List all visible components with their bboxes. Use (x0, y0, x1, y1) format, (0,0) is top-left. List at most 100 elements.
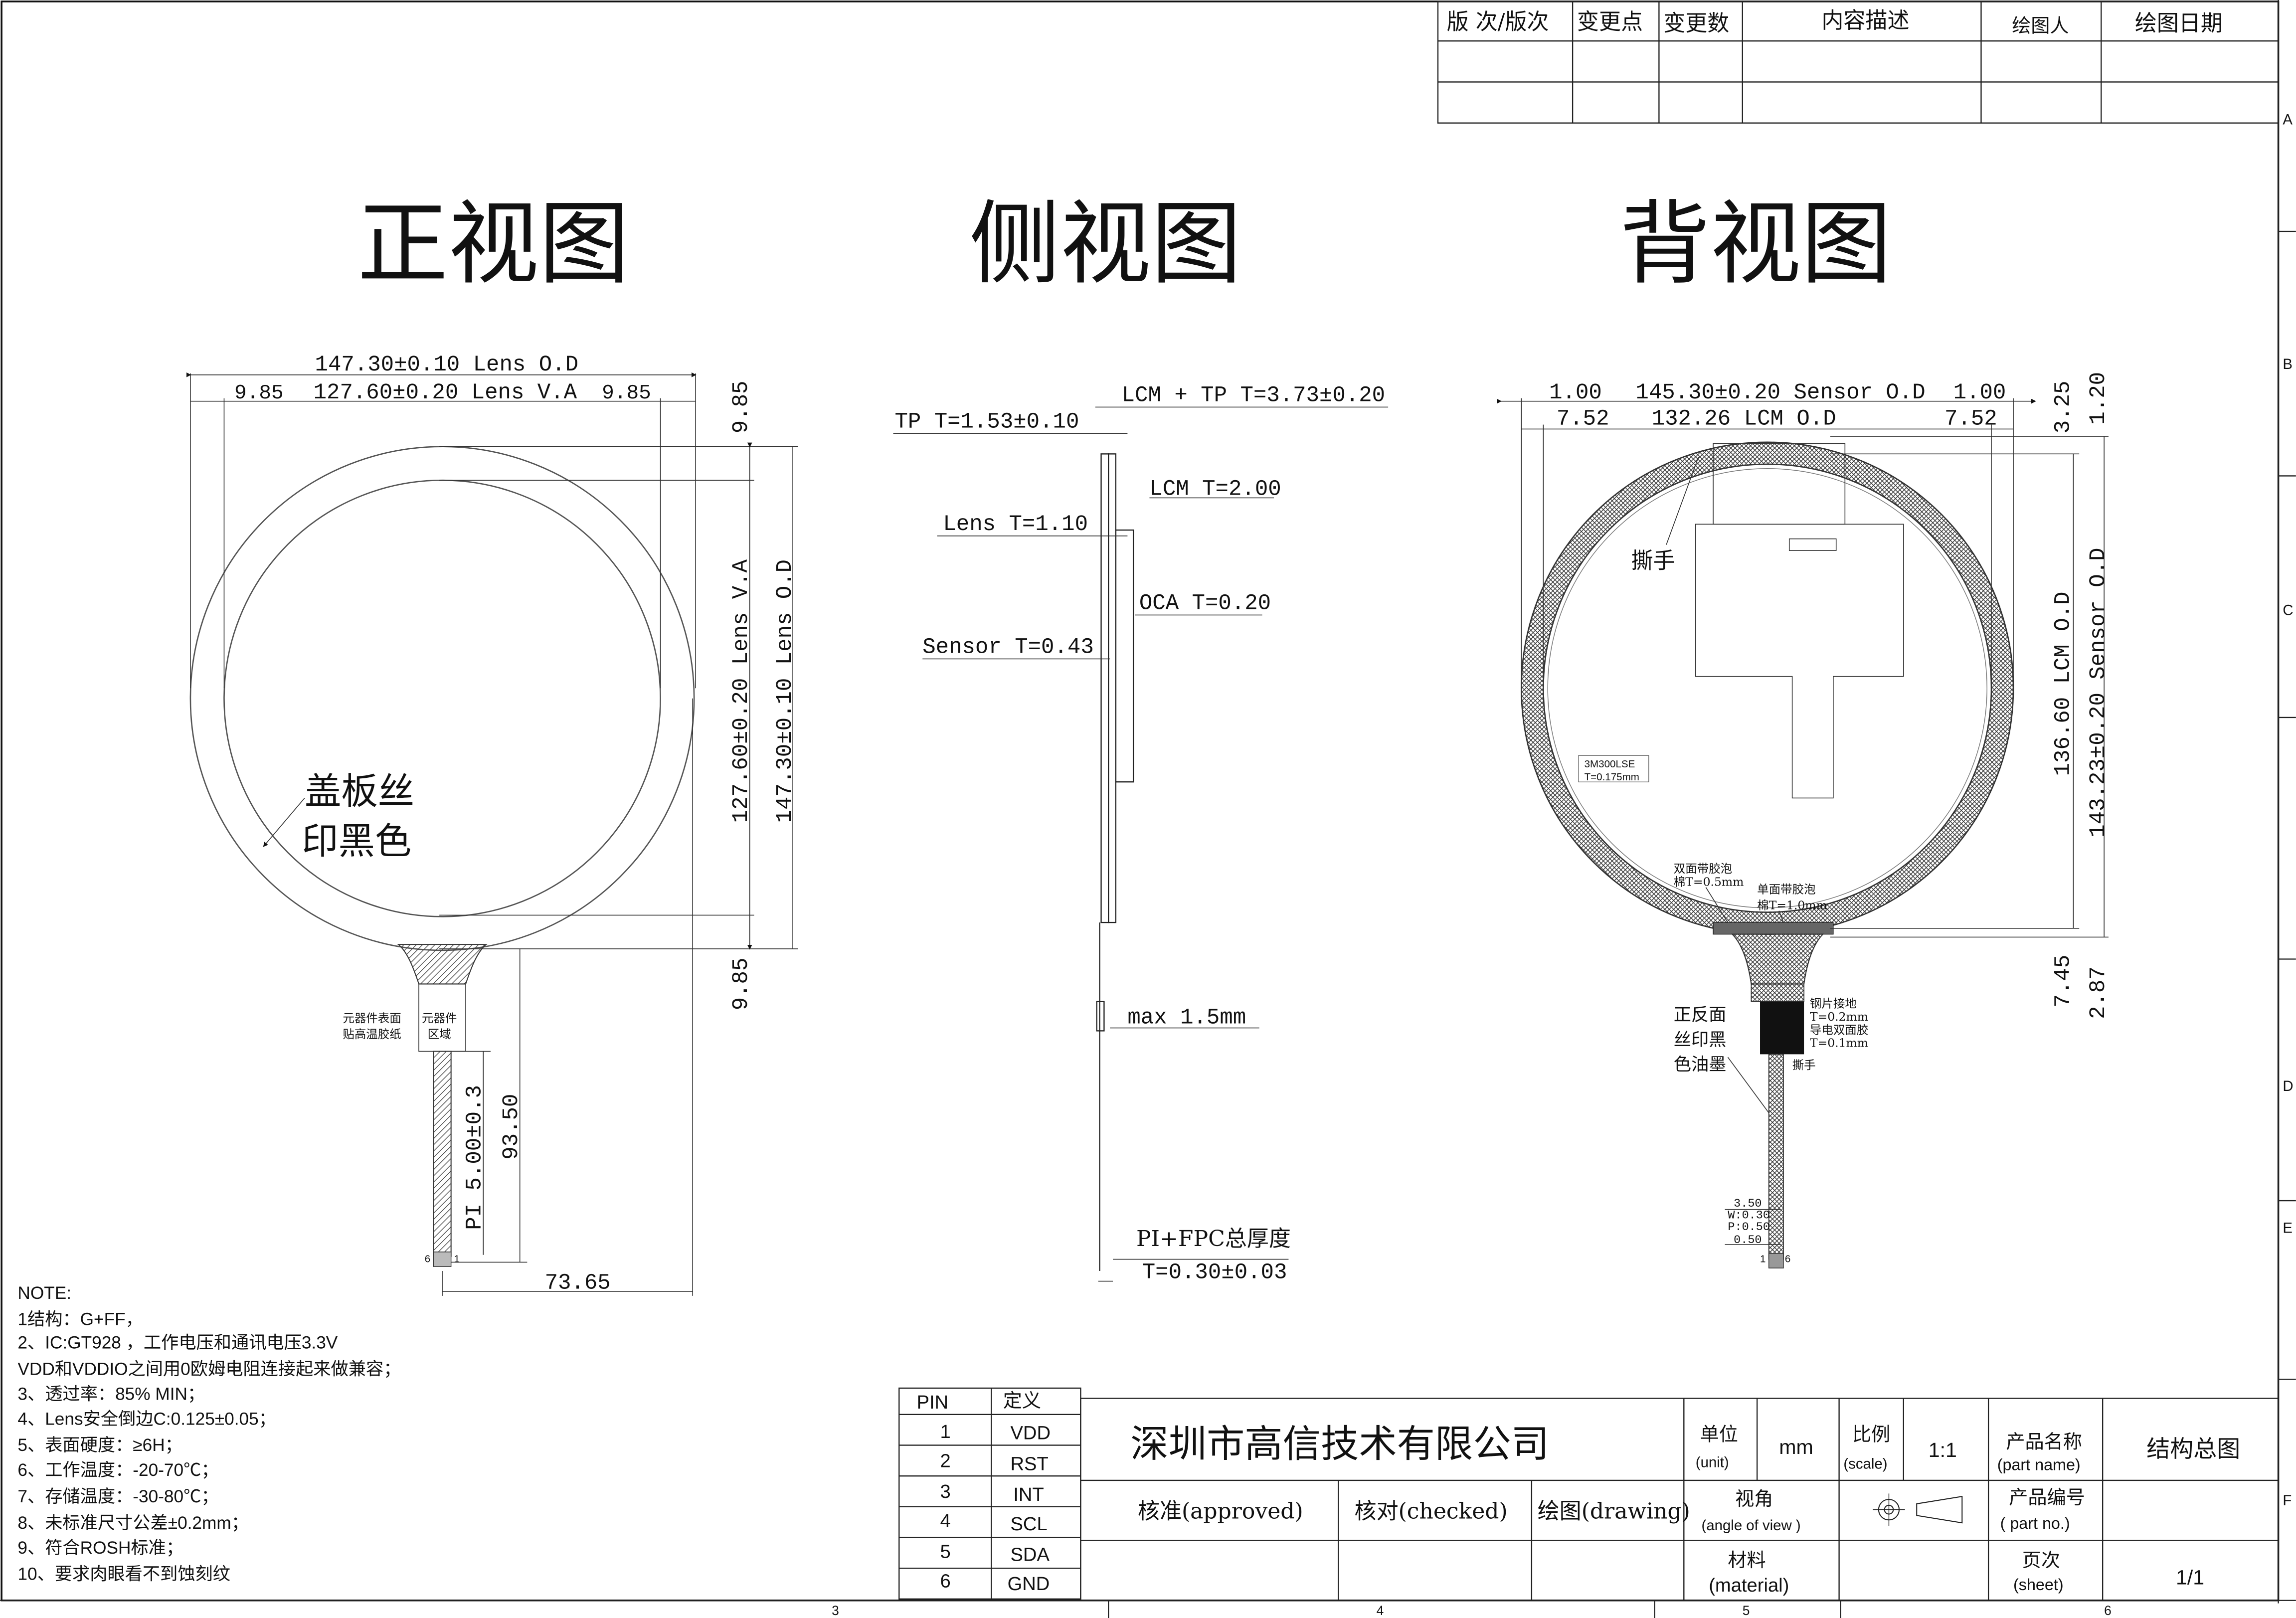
row-marker-b: B (2283, 356, 2293, 372)
part-no-en: ( part no.) (2000, 1514, 2070, 1532)
component-stub (1096, 1001, 1105, 1032)
title-block: 深圳市高信技术有限公司 单位 (unit) mm 比例 (scale) 1:1 … (1080, 1398, 2279, 1601)
note-7: 7、存储温度：-30-80℃； (17, 1487, 218, 1506)
row-marker-a: A (2283, 112, 2293, 128)
note-2: 2、IC:GT928 ，工作电压和通讯电压3.3V (17, 1333, 338, 1353)
comp-surface-label-1: 元器件表面 (343, 1012, 401, 1025)
back-pin-6: 6 (1785, 1253, 1790, 1264)
foam-label-3: 单面带胶泡 (1757, 882, 1815, 896)
back-pin-1: 1 (1760, 1253, 1766, 1264)
back-dim-lcm-height: 136.60 LCM O.D (2051, 591, 2076, 776)
unit-en: (unit) (1696, 1454, 1729, 1471)
foam-label-4: 棉T=1.0mm (1757, 899, 1827, 912)
back-dim-top-left: 1.00 (1549, 380, 1602, 405)
lcm-outline (1543, 463, 1992, 913)
sheet-en: (sheet) (2013, 1576, 2064, 1594)
scale-en: (scale) (1843, 1455, 1887, 1472)
back-dim-lcm-od: 132.26 LCM O.D (1652, 407, 1836, 432)
back-dim-r2: 1.20 (2086, 372, 2111, 425)
dim-pi-width: PI 5.00±0.3 (462, 1085, 487, 1230)
checked-label: 核对(checked) (1355, 1498, 1508, 1524)
cover-ink-label-2: 印黑色 (302, 820, 411, 863)
dim-right-bottom-margin: 9.85 (729, 958, 754, 1011)
title-back-view: 背视图 (1619, 191, 1892, 297)
side-lens-thickness: Lens T=1.10 (943, 512, 1088, 537)
note-5: 5、表面硬度：≥6H； (17, 1436, 182, 1455)
revision-table: 版 次/版次 变更点 变更数 内容描述 绘图人 绘图日期 (1437, 0, 2279, 124)
dim-bottom-offset: 73.65 (545, 1270, 611, 1295)
pin-row-4-num: 4 (940, 1510, 950, 1532)
steel-label-1: 钢片接地 (1810, 996, 1857, 1010)
side-lcm-thickness: LCM T=2.00 (1149, 477, 1281, 502)
dim-lens-va: 127.60±0.20 Lens V.A (314, 380, 577, 405)
note-8: 8、未标准尺寸公差±0.2mm； (17, 1513, 249, 1533)
side-max-component: max 1.5mm (1127, 1006, 1246, 1031)
note-2b: VDD和VDDIO之间用0欧姆电阻连接起来做兼容； (17, 1360, 401, 1379)
row-marker-e: E (2283, 1220, 2293, 1237)
ink-label-2: 丝印黑 (1674, 1030, 1727, 1050)
side-lcm-tp-thickness: LCM + TP T=3.73±0.20 (1122, 383, 1385, 408)
pin-header-def: 定义 (1003, 1390, 1041, 1412)
part-name-value: 结构总图 (2146, 1436, 2240, 1463)
rev-header-drawer: 绘图人 (2012, 15, 2069, 37)
part-no-label: 产品编号 (2009, 1487, 2085, 1509)
fpc-trace-width: W:0.30 (1728, 1209, 1770, 1222)
note-9: 9、符合ROSH标准； (17, 1538, 183, 1558)
rev-header-change-point: 变更点 (1577, 9, 1643, 35)
cover-ink-label-1: 盖板丝 (305, 770, 414, 813)
row-markers: A B C D E F (2278, 112, 2296, 1509)
fpc-contacts (433, 1252, 452, 1267)
unit-value: mm (1779, 1436, 1813, 1458)
dim-right-lens-va: 127.60±0.20 Lens V.A (729, 559, 754, 823)
front-pin-1: 1 (454, 1253, 460, 1264)
steel-label-2: T=0.2mm (1810, 1010, 1868, 1024)
part-name-label: 产品名称 (2006, 1431, 2082, 1453)
back-pi-tail (1768, 1054, 1784, 1260)
sheet-value: 1/1 (2176, 1566, 2204, 1589)
ink-label-1: 正反面 (1674, 1005, 1727, 1025)
lcm-layer (1115, 529, 1134, 783)
back-view: 撕手 1.00 145.30±0.20 Sensor O.D 1.00 7.52… (1497, 372, 2111, 1268)
rev-header-change-count: 变更数 (1663, 11, 1729, 36)
col-marker-6: 6 (2104, 1603, 2112, 1618)
rev-header-version: 版 次/版次 (1447, 9, 1549, 35)
projection-symbol-icon (1873, 1493, 1963, 1526)
side-sensor-thickness: Sensor T=0.43 (922, 635, 1094, 660)
dim-right-top-margin: 9.85 (729, 381, 754, 434)
steel-stiffener (1760, 1001, 1804, 1055)
lens-outer-circle (189, 446, 695, 951)
pin-row-1-def: VDD (1010, 1423, 1051, 1444)
back-dim-lcm-left: 7.52 (1557, 407, 1609, 432)
pin-row-2-def: RST (1010, 1453, 1048, 1474)
row-marker-f: F (2283, 1492, 2292, 1509)
notes: NOTE: 1结构：G+FF， 2、IC:GT928 ，工作电压和通讯电压3.3… (17, 1283, 401, 1584)
fpc-gap: 0.50 (1734, 1234, 1762, 1247)
comp-surface-label-2: 贴高温胶纸 (343, 1028, 401, 1041)
note-1: 1结构：G+FF， (17, 1310, 143, 1329)
inner-fpc (1695, 524, 1904, 799)
pin-row-6-num: 6 (940, 1570, 950, 1592)
tape-label-2: T=0.175mm (1585, 771, 1639, 783)
back-dim-sensor-od: 145.30±0.20 Sensor O.D (1635, 380, 1925, 405)
comp-area-label-2: 区域 (428, 1028, 451, 1041)
lens-layer (1100, 453, 1109, 923)
scale-value: 1:1 (1929, 1438, 1957, 1461)
front-view: 元器件表面 贴高温胶纸 元器件 区域 147.30±0.10 Lens O.D … (186, 353, 798, 1296)
drawing-label: 绘图(drawing) (1538, 1498, 1690, 1524)
pin-row-3-def: INT (1013, 1484, 1044, 1505)
front-pin-6: 6 (425, 1253, 430, 1264)
side-tp-thickness: TP T=1.53±0.10 (894, 410, 1079, 435)
view-angle-label: 视角 (1735, 1488, 1773, 1510)
title-front-view: 正视图 (357, 191, 630, 297)
steel-label-3: 导电双面胶 (1810, 1023, 1868, 1037)
back-dim-sensor-height: 143.23±0.20 Sensor O.D (2086, 547, 2111, 837)
col-marker-4: 4 (1377, 1603, 1384, 1618)
row-marker-c: C (2283, 602, 2293, 618)
pin-row-5-def: SDA (1010, 1544, 1050, 1565)
pin-row-2-num: 2 (940, 1450, 950, 1472)
dim-right-lens-od: 147.30±0.10 Lens O.D (773, 559, 798, 823)
pin-row-4-def: SCL (1010, 1513, 1047, 1535)
pin-row-6-def: GND (1008, 1573, 1050, 1595)
fpc-bend (397, 944, 488, 985)
